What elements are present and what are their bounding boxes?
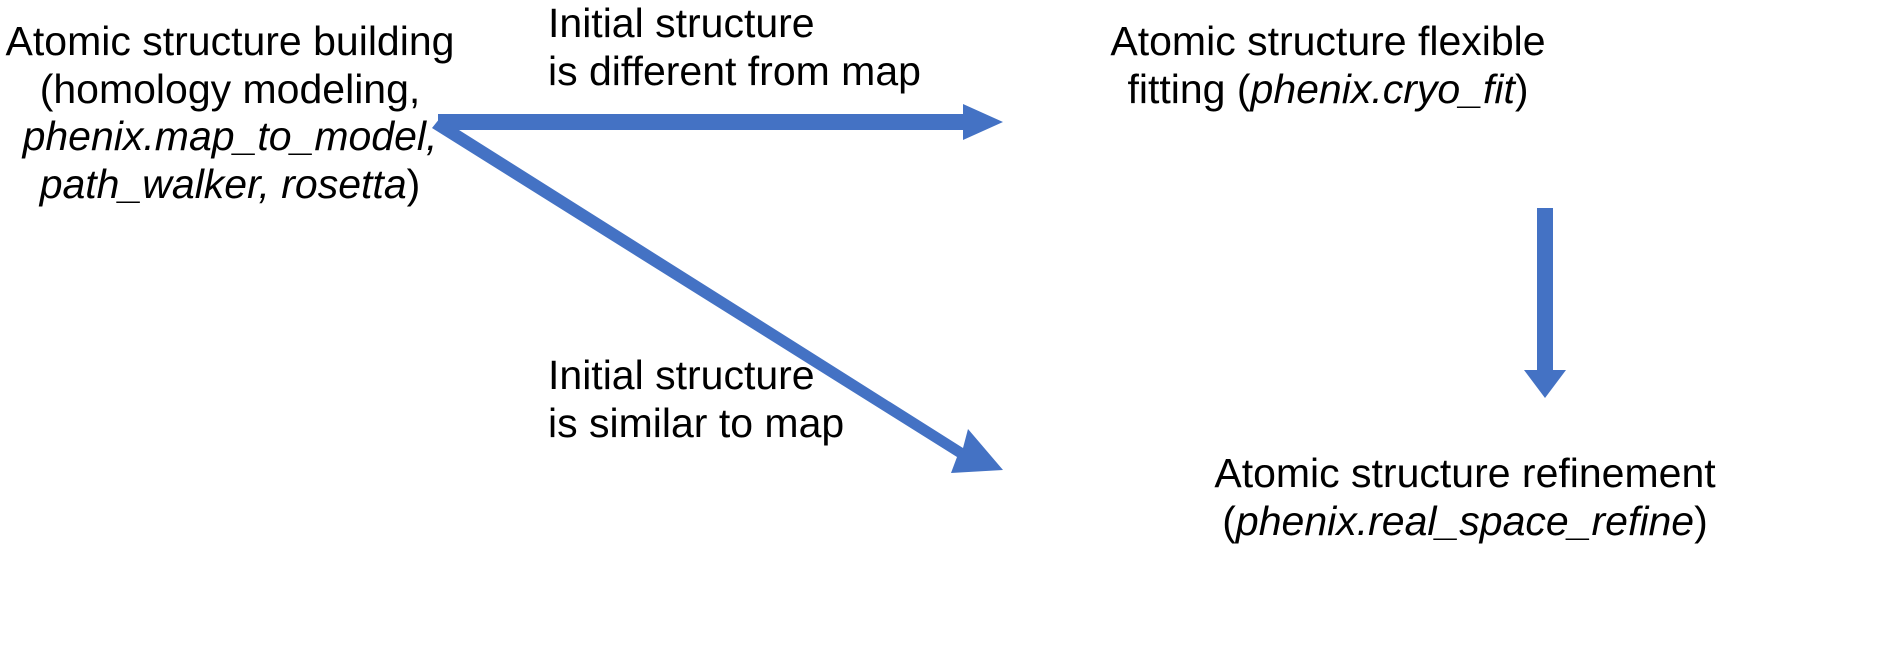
node-refinement-line-2-tail: ) [1694, 497, 1708, 544]
node-refinement-line-1: Atomic structure refinement [1214, 450, 1716, 496]
node-flexible-fitting-line-2-italic: phenix.cryo_fit [1250, 65, 1515, 112]
node-building-line-2: (homology modeling, [39, 65, 421, 112]
node-building-line-4: path_walker, rosetta) [0, 161, 460, 209]
node-flexible-fitting-line-1: Atomic structure flexible [1110, 18, 1546, 64]
node-building-line-4-tail: ) [406, 160, 421, 207]
node-atomic-structure-building: Atomic structure building (homology mode… [0, 18, 460, 208]
node-building-line-1: Atomic structure building [5, 18, 455, 64]
edge-label-initial-structure-similar: Initial structure is similar to map [548, 352, 844, 447]
edge-label-different-line-1: Initial structure [548, 0, 815, 46]
node-flexible-fitting-line-2-tail: ) [1514, 65, 1529, 112]
node-atomic-structure-refinement: Atomic structure refinement (phenix.real… [1050, 450, 1880, 545]
edge-label-similar-line-1: Initial structure [548, 352, 815, 398]
node-refinement-line-2: (phenix.real_space_refine) [1050, 498, 1880, 546]
node-flexible-fitting-line-2-head: fitting ( [1127, 65, 1251, 112]
node-refinement-line-2-head: ( [1222, 497, 1236, 544]
node-refinement-line-2-italic: phenix.real_space_refine [1235, 497, 1695, 544]
edge-label-similar-line-2: is similar to map [548, 399, 845, 446]
arrow-flexible-fitting-to-refinement [1524, 208, 1566, 398]
edge-label-different-line-2: is different from map [548, 47, 921, 94]
arrow-building-to-flexible-fitting [438, 104, 1003, 140]
node-atomic-structure-flexible-fitting: Atomic structure flexible fitting (pheni… [1078, 18, 1578, 113]
node-building-line-3: phenix.map_to_model, [22, 113, 438, 160]
node-flexible-fitting-line-2: fitting (phenix.cryo_fit) [1078, 66, 1578, 114]
node-building-line-4-italic: path_walker, rosetta [39, 160, 407, 207]
edge-label-initial-structure-different: Initial structure is different from map [548, 0, 921, 95]
